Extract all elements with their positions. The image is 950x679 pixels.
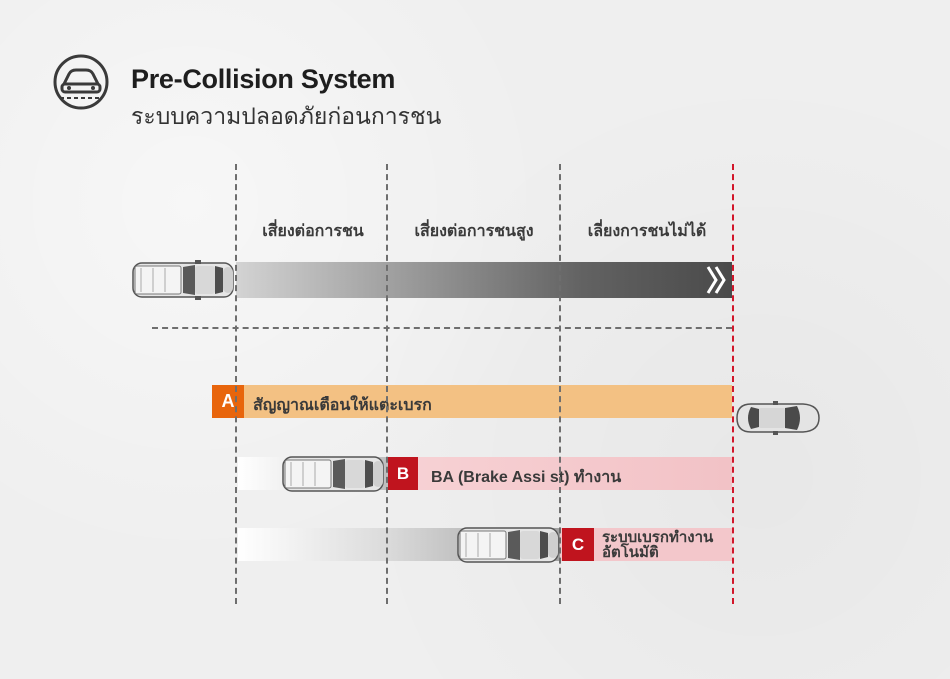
- stage-c-label-line2: อัตโนมัติ: [602, 544, 659, 561]
- stage-a-bar: [212, 385, 732, 418]
- stage-a-label: สัญญาณเตือนให้แตะเบรก: [253, 397, 432, 414]
- zone-label-unavoidable: เลี่ยงการชนไม่ได้: [587, 223, 707, 240]
- pre-collision-car-icon: [53, 54, 109, 110]
- page-title: Pre-Collision System: [131, 64, 396, 94]
- zone-boundary-line-2: [386, 164, 388, 604]
- forward-chevrons-icon: [706, 266, 726, 294]
- zone-boundary-line-1: [235, 164, 237, 604]
- stage-c-label-line1: ระบบเบรกทำงาน: [602, 529, 714, 546]
- stage-c-badge: C: [562, 528, 594, 561]
- zone-label-high-risk: เสี่ยงต่อการชนสูง: [414, 223, 534, 240]
- risk-gradient-track: [236, 262, 732, 298]
- zone-boundary-line-3: [559, 164, 561, 604]
- sedan-car-icon: [736, 401, 820, 435]
- stage-b-badge: B: [388, 457, 418, 490]
- road-divider-line: [152, 327, 732, 329]
- stage-b-label: BA (Brake Assi st) ทำงาน: [431, 469, 622, 486]
- stage-a-badge: A: [212, 385, 244, 418]
- pickup-truck-braking-assist-icon: [282, 456, 384, 492]
- page-subtitle: ระบบความปลอดภัยก่อนการชน: [131, 103, 442, 129]
- collision-point-line: [732, 164, 734, 604]
- zone-label-risk: เสี่ยงต่อการชน: [262, 223, 364, 240]
- pickup-truck-icon: [132, 260, 234, 300]
- pickup-truck-auto-brake-icon: [457, 527, 559, 563]
